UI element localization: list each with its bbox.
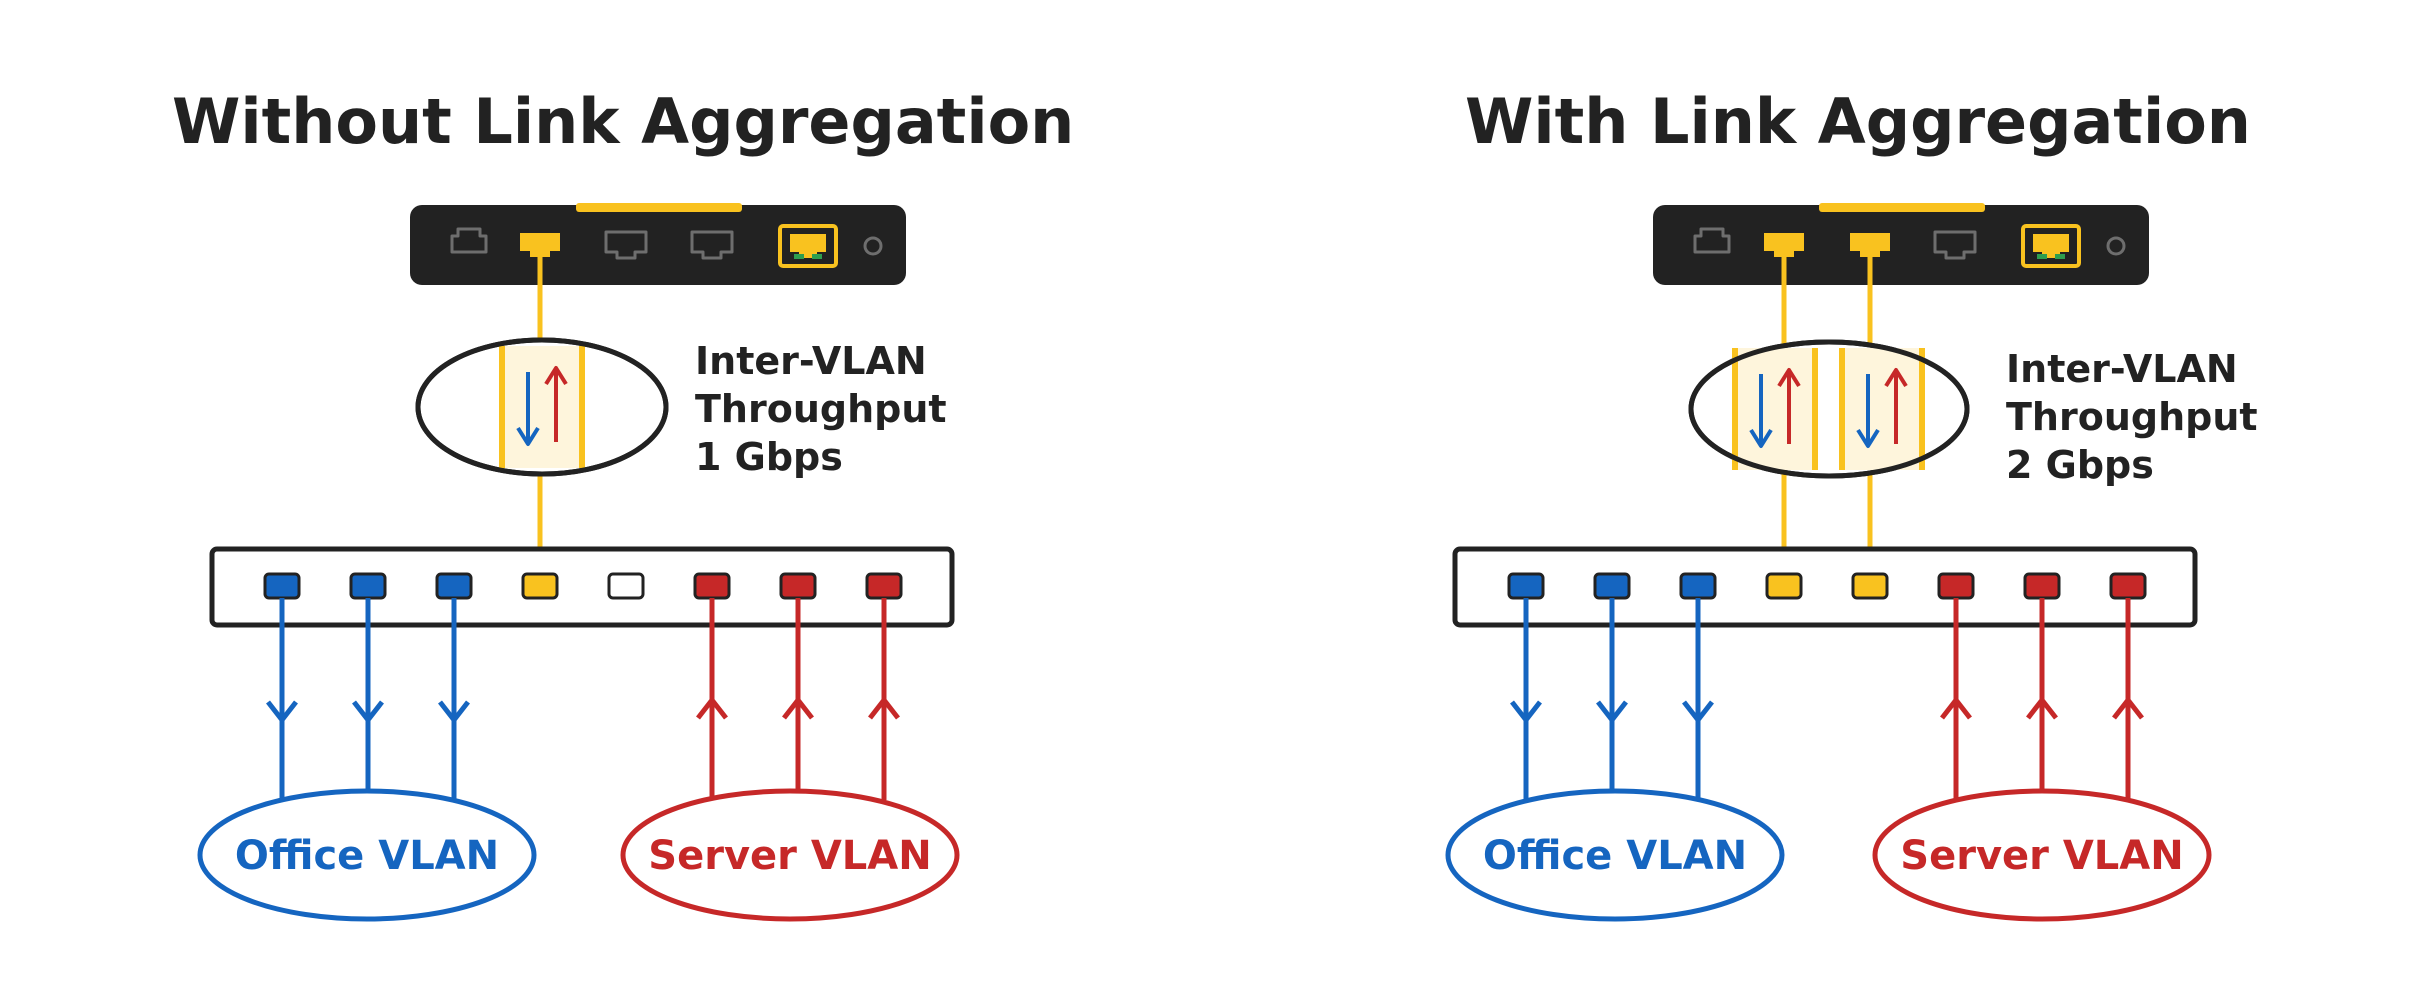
- router-body: [410, 205, 906, 285]
- router-ethernet-port-active: [520, 233, 560, 257]
- office-vlan-cables: [266, 598, 470, 800]
- server-vlan-label: Server VLAN: [1900, 833, 2183, 879]
- switch-body: [1452, 546, 2198, 628]
- router-status-bar: [1819, 203, 1985, 212]
- server-vlan-label: Server VLAN: [648, 833, 931, 879]
- router-usb-port: [450, 227, 488, 254]
- router: [1653, 203, 2149, 285]
- panel-without-aggregation: Without Link Aggregation: [172, 85, 1074, 922]
- server-vlan-cables: [696, 598, 900, 800]
- server-vlan-cables: [1940, 598, 2144, 800]
- arrow-up-icon: [1884, 368, 1908, 444]
- switch: [209, 546, 955, 628]
- server-vlan: Server VLAN: [620, 788, 960, 922]
- throughput-line-1: Inter-VLAN: [695, 339, 927, 383]
- switch-port-uplink: [1851, 572, 1889, 600]
- router-ethernet-port-active: [1850, 233, 1890, 257]
- router-sfp-port: [778, 224, 838, 268]
- switch-port-empty: [607, 572, 645, 600]
- throughput-line-3: 1 Gbps: [695, 435, 843, 479]
- office-vlan-cables: [1510, 598, 1714, 800]
- arrow-up-icon: [544, 366, 568, 442]
- switch-port-server: [2023, 572, 2061, 600]
- arrow-down-icon: [1749, 374, 1773, 448]
- throughput-line-2: Throughput: [695, 387, 947, 431]
- throughput-line-2: Throughput: [2006, 395, 2258, 439]
- switch-port-server: [779, 572, 817, 600]
- switch-port-office: [1507, 572, 1545, 600]
- switch: [1452, 546, 2198, 628]
- arrow-down-icon: [1856, 374, 1880, 448]
- office-vlan: Office VLAN: [1445, 788, 1785, 922]
- arrow-down-icon: [516, 372, 540, 446]
- router-status-bar: [576, 203, 742, 212]
- router-reset-button: [2106, 236, 2126, 256]
- router: [410, 203, 906, 285]
- panel-with-aggregation: With Link Aggregation: [1445, 85, 2258, 922]
- switch-port-server: [2109, 572, 2147, 600]
- throughput-indicator: [415, 337, 669, 477]
- router-body: [1653, 205, 2149, 285]
- switch-port-server: [865, 572, 903, 600]
- router-ethernet-port-active: [1764, 233, 1804, 257]
- switch-port-office: [349, 572, 387, 600]
- throughput-indicator: [1688, 339, 1970, 479]
- office-vlan-label: Office VLAN: [1483, 833, 1747, 879]
- router-sfp-port: [2021, 224, 2081, 268]
- throughput-line-3: 2 Gbps: [2006, 443, 2154, 487]
- switch-port-office: [435, 572, 473, 600]
- switch-port-office: [1679, 572, 1717, 600]
- switch-port-uplink: [521, 572, 559, 600]
- router-reset-button: [863, 236, 883, 256]
- throughput-label: Inter-VLAN Throughput 1 Gbps: [695, 339, 947, 479]
- router-ethernet-port: [604, 230, 648, 260]
- panel-title: Without Link Aggregation: [172, 85, 1074, 158]
- router-ethernet-port: [1933, 230, 1977, 260]
- server-vlan: Server VLAN: [1872, 788, 2212, 922]
- router-usb-port: [1693, 227, 1731, 254]
- switch-port-office: [263, 572, 301, 600]
- office-vlan-label: Office VLAN: [235, 833, 499, 879]
- switch-port-server: [693, 572, 731, 600]
- switch-port-uplink: [1765, 572, 1803, 600]
- office-vlan: Office VLAN: [197, 788, 537, 922]
- throughput-line-1: Inter-VLAN: [2006, 347, 2238, 391]
- router-ethernet-port: [690, 230, 734, 260]
- arrow-up-icon: [1777, 368, 1801, 444]
- switch-port-server: [1937, 572, 1975, 600]
- panel-title: With Link Aggregation: [1465, 85, 2251, 158]
- switch-port-office: [1593, 572, 1631, 600]
- switch-body: [209, 546, 955, 628]
- throughput-label: Inter-VLAN Throughput 2 Gbps: [2006, 347, 2258, 487]
